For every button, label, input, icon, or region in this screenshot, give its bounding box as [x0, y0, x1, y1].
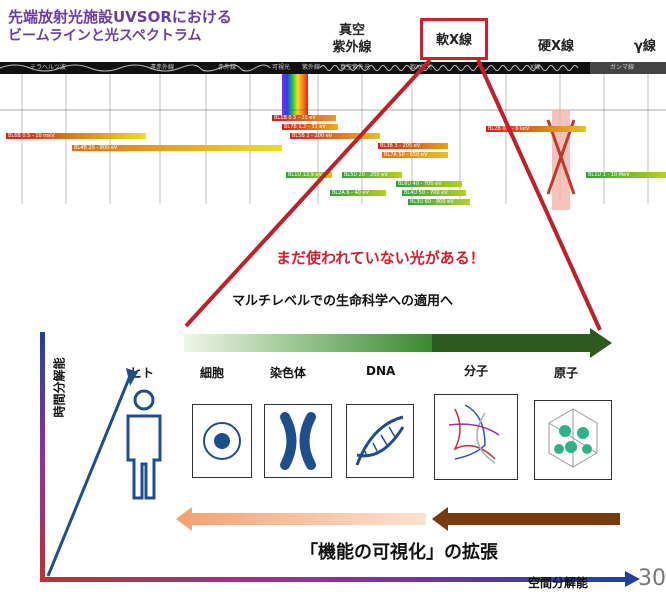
strip-label: テラヘルツ波 [30, 64, 67, 71]
level-atom: 原子 [554, 366, 579, 380]
progress-arrow-dark [432, 334, 590, 352]
beamline-bar: BL1B 0.5 - 25 eV [272, 115, 336, 121]
region-soft-xray: 軟X線 [435, 33, 473, 48]
strip-label: 真空紫外光 [340, 64, 371, 71]
level-chromosome: 染色体 [270, 366, 307, 380]
beamline-bar: BL5U 20 - 200 eV [342, 172, 402, 178]
beamline-bar: BL1U 1 - 10 MeV [586, 172, 666, 178]
human-figure-icon [126, 389, 162, 500]
dna-box [346, 404, 414, 478]
energy-scale-grid [0, 74, 666, 210]
progress-arrow-light [184, 334, 432, 352]
cell-box [192, 404, 252, 478]
beamline-bar: BL4B 25 - 800 eV [72, 145, 282, 151]
region-vuv: 真空紫外線 [332, 23, 372, 55]
y-axis-label: 時間分解能 [52, 357, 67, 418]
cell-icon [203, 422, 241, 460]
molecule-box [434, 394, 518, 480]
chromosome-box [264, 404, 332, 478]
soft-xray-highlight-box [420, 18, 488, 60]
beamline-bar: BL2A 6 - 40 eV [330, 190, 386, 196]
title-line2: ビームラインと光スペクトラム [8, 28, 202, 44]
strip-label: 遠赤外線 [150, 64, 175, 71]
dna-helix-icon [355, 415, 405, 466]
expansion-arrows [176, 507, 620, 531]
beamline-bar: BL5B 2 - 200 eV [290, 133, 380, 139]
beamline-bar: BL6B 0.5 - 10 meV [6, 133, 146, 139]
x-axis-label: 空間分解能 [528, 576, 589, 590]
beamline-bar: BL1U 13.9 eV [286, 172, 332, 178]
beamline-bar: BL7B 1.2 - 31 eV [282, 124, 338, 130]
beamline-bar: BL4U 50 - 700 eV [402, 190, 466, 196]
level-cell: 細胞 [200, 366, 225, 380]
beamline-bar: BL6U 40 - 700 eV [396, 181, 462, 187]
subheadline: マルチレベルでの生命科学への適用へ [232, 294, 454, 309]
beamline-bar: BL3U 60 - 800 eV [408, 199, 470, 205]
spectrum-strip: テラヘルツ波 遠赤外線 赤外線 可視光 紫外線 真空紫外光 軟X線光 X線 ガン… [0, 62, 666, 74]
protein-structure-icon [448, 404, 500, 464]
beamline-bar: BL3B 3 - 205 eV [378, 143, 448, 149]
page-number: 30 [638, 566, 666, 591]
region-gamma: γ線 [634, 39, 656, 54]
strip-label: 紫外線 [302, 64, 321, 71]
chromosome-icon [280, 412, 316, 470]
level-molecule: 分子 [464, 364, 489, 378]
caption: 「機能の可視化」の拡張 [300, 542, 498, 563]
headline: まだ使われていない光がある！ [276, 249, 485, 267]
arrow-head-right [590, 328, 612, 358]
atomic-structure-icon [548, 408, 598, 468]
beamline-bar: BL7A 50 - 650 eV [382, 152, 448, 158]
strip-label: X線 [530, 64, 541, 71]
region-hard-xray: 硬X線 [537, 39, 575, 54]
title-line1: 先端放射光施設UVSORにおける [8, 8, 232, 26]
atom-box [534, 400, 612, 480]
level-human: ヒト [130, 366, 155, 380]
strip-label: 可視光 [272, 64, 291, 71]
wave-graphic [0, 62, 666, 74]
visible-band [282, 74, 308, 120]
axes [40, 332, 640, 587]
strip-label: ガンマ線 [610, 64, 635, 71]
strip-label: 赤外線 [218, 64, 237, 71]
level-dna: DNA [366, 364, 396, 378]
